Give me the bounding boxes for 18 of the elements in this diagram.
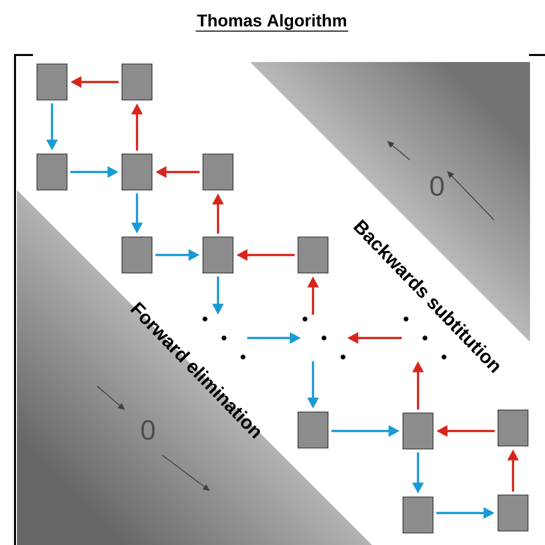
zero: 0 bbox=[141, 420, 155, 440]
square bbox=[36, 154, 68, 190]
square bbox=[202, 154, 234, 190]
square bbox=[298, 236, 328, 274]
square bbox=[122, 64, 152, 100]
ellipsis-dots bbox=[202, 316, 246, 360]
ellipsis-dots bbox=[302, 316, 346, 360]
square bbox=[498, 494, 528, 532]
square bbox=[298, 412, 328, 448]
square bbox=[122, 154, 152, 190]
square bbox=[122, 236, 152, 274]
square bbox=[402, 496, 434, 534]
square bbox=[202, 236, 234, 274]
title: Thomas Algorithm bbox=[197, 14, 346, 30]
square bbox=[498, 410, 528, 446]
square bbox=[36, 64, 68, 100]
square bbox=[402, 412, 434, 450]
zero: 0 bbox=[430, 176, 444, 196]
